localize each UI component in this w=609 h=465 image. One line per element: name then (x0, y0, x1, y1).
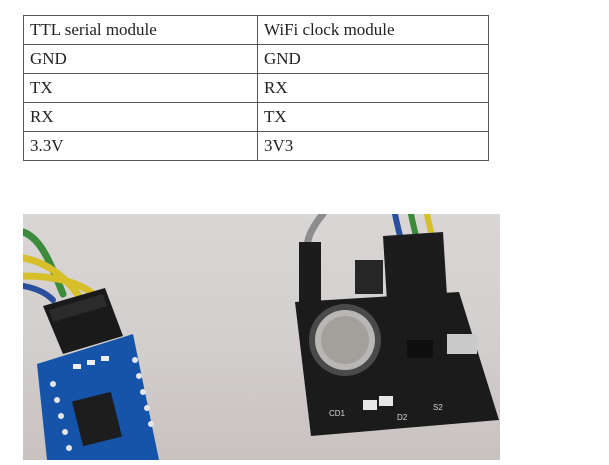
table-cell: GND (23, 44, 258, 74)
label-d2: D2 (397, 413, 408, 422)
wifi-clock-board: CD1 D2 S2 (295, 292, 499, 436)
table-cell: 3V3 (257, 131, 489, 161)
table-cell: RX (257, 73, 489, 103)
header-ttl-serial: TTL serial module (23, 15, 258, 45)
ttl-serial-board (37, 334, 159, 460)
table-cell: TX (257, 102, 489, 132)
label-s2: S2 (433, 403, 443, 412)
clock-connectors (299, 232, 447, 312)
table-cell: RX (23, 102, 258, 132)
usb-connector (447, 334, 477, 354)
header-wifi-clock: WiFi clock module (257, 15, 489, 45)
table-header-row: TTL serial module WiFi clock module (23, 15, 489, 45)
wire-green (23, 228, 67, 298)
table-row: 3.3V 3V3 (23, 131, 489, 161)
table-row: GND GND (23, 44, 489, 74)
wiring-photo-illustration: CD1 D2 S2 (23, 214, 499, 460)
wiring-photo: CD1 D2 S2 (23, 214, 500, 460)
ttl-connector (43, 288, 123, 354)
table-row: TX RX (23, 73, 489, 103)
table-cell: GND (257, 44, 489, 74)
ttl-wires (23, 228, 101, 303)
table-cell: 3.3V (23, 131, 258, 161)
wire-blue (23, 283, 56, 303)
label-cd1: CD1 (329, 409, 346, 418)
wiring-table: TTL serial module WiFi clock module GND … (23, 15, 489, 161)
wire-yellow (23, 254, 83, 300)
table-cell: TX (23, 73, 258, 103)
table-row: RX TX (23, 102, 489, 132)
